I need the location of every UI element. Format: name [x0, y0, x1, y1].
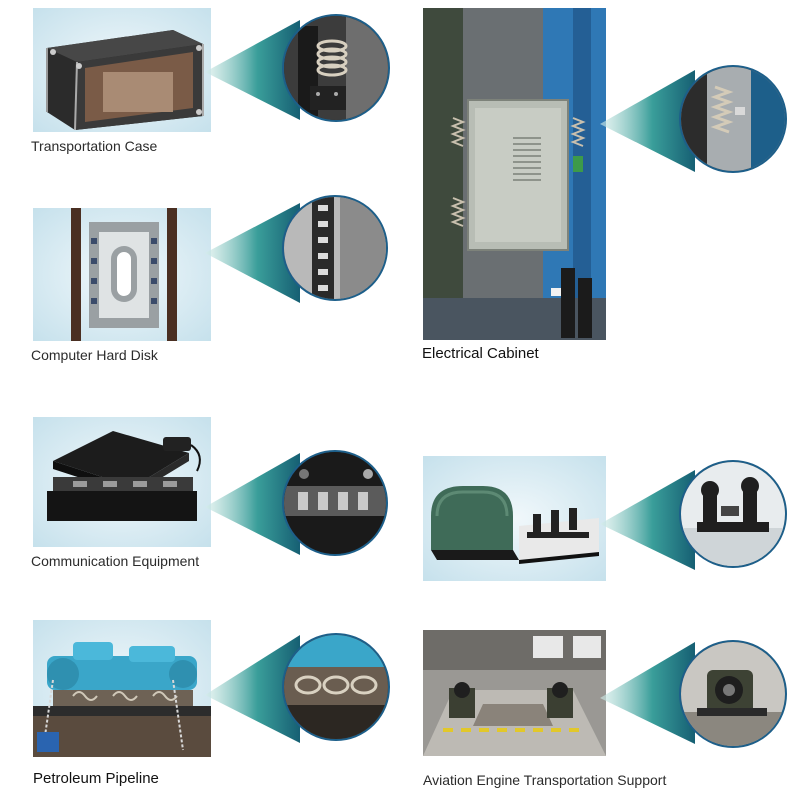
- zoom-circle-mount-detail: [679, 460, 787, 568]
- zoom-beam: [205, 20, 300, 120]
- computer-hard-disk-photo: [33, 208, 211, 341]
- zoom-circle-cabinet-spring-detail: [679, 65, 787, 173]
- caption-communication-equipment: Communication Equipment: [31, 553, 200, 569]
- zoom-beam: [205, 203, 300, 303]
- caption-petroleum-pipeline: Petroleum Pipeline: [33, 770, 159, 787]
- electrical-cabinet-photo: [423, 8, 606, 340]
- zoom-circle-pipeline-spring-detail: [282, 633, 390, 741]
- caption-transportation-case: Transportation Case: [31, 138, 158, 154]
- item-electrical-cabinet: Electrical Cabinet: [400, 0, 800, 380]
- zoom-beam: [205, 453, 300, 555]
- item-communication-equipment: Communication Equipment: [0, 400, 400, 590]
- transportation-case-photo: [33, 8, 211, 132]
- petroleum-pipeline-photo: [33, 620, 211, 757]
- zoom-circle-comm-detail: [282, 450, 388, 556]
- zoom-beam: [600, 642, 695, 744]
- zoom-circle-engine-support-detail: [679, 640, 787, 748]
- zoom-beam: [600, 70, 695, 172]
- zoom-beam: [600, 470, 695, 570]
- caption-computer-hard-disk: Computer Hard Disk: [31, 347, 158, 363]
- item-dome-equipment: [400, 430, 800, 590]
- communication-equipment-photo: [33, 417, 211, 547]
- item-transportation-case: Transportation Case: [0, 0, 400, 170]
- caption-electrical-cabinet: Electrical Cabinet: [422, 345, 539, 362]
- aviation-engine-support-photo: [423, 630, 606, 756]
- item-computer-hard-disk: Computer Hard Disk: [0, 190, 400, 380]
- dome-equipment-photo: [423, 456, 606, 581]
- item-aviation-engine-support: Aviation Engine Transportation Support: [400, 600, 800, 800]
- zoom-circle-rack-detail: [282, 195, 388, 301]
- caption-aviation-engine-support: Aviation Engine Transportation Support: [423, 772, 667, 788]
- item-petroleum-pipeline: Petroleum Pipeline: [0, 600, 400, 800]
- zoom-circle-spring-detail: [282, 14, 390, 122]
- zoom-beam: [205, 635, 300, 743]
